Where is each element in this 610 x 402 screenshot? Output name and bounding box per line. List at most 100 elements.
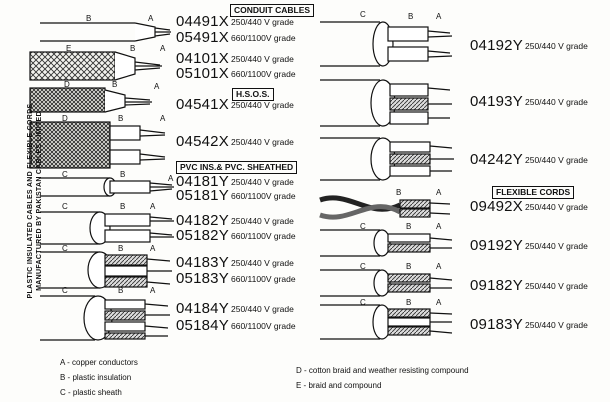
cable-right-04193 [320, 79, 452, 127]
cable-pvc-04183 [40, 251, 172, 289]
label-c: C [62, 286, 68, 295]
grade-250: 250/440 V grade [525, 41, 588, 51]
label-c: C [62, 170, 68, 179]
grade-250: 250/440 V grade [231, 216, 294, 226]
grade-250: 250/440 V grade [525, 320, 588, 330]
header-pvc: PVC INS.& PVC. SHEATHED [176, 161, 298, 174]
code-04242Y: 04242Y [470, 151, 523, 168]
cable-hsos-04541 [29, 87, 152, 113]
grade-660: 660/1100V grade [231, 231, 296, 241]
label-b: B [130, 44, 136, 53]
side-title: PLASTIC INSULATED CABLES AND FLEXIBLE CO… [22, 0, 48, 402]
grade-250: 250/440 V grade [231, 100, 294, 110]
code-05184Y: 05184Y [176, 317, 229, 334]
label-b: B [396, 188, 402, 197]
code-05182Y: 05182Y [176, 227, 229, 244]
code-04542X: 04542X [176, 133, 229, 150]
label-b: B [86, 14, 92, 23]
label-b: B [120, 202, 126, 211]
cable-flex-09192 [320, 229, 453, 257]
label-d: D [62, 114, 68, 123]
label-b: B [406, 298, 412, 307]
cable-pvc-04182 [40, 211, 174, 245]
legend-a: A - copper conductors [60, 358, 138, 367]
cable-flex-09183 [320, 304, 453, 340]
code-04491X: 04491X [176, 13, 229, 30]
grade-250: 250/440 V grade [231, 54, 294, 64]
grade-250: 250/440 V grade [525, 281, 588, 291]
code-05491X: 05491X [176, 29, 229, 46]
label-a: A [154, 82, 160, 91]
grade-660: 660/1100V grade [231, 274, 296, 284]
label-c: C [360, 222, 366, 231]
label-a: A [168, 174, 174, 183]
grade-250: 250/440 V grade [525, 202, 588, 212]
code-04181Y: 04181Y [176, 173, 229, 190]
label-b: B [118, 114, 124, 123]
code-04101X: 04101X [176, 50, 229, 67]
label-b: B [406, 222, 412, 231]
label-a: A [436, 298, 442, 307]
label-a: A [150, 244, 156, 253]
header-hsos: H.S.O.S. [232, 88, 274, 101]
header-flexible: FLEXIBLE CORDS [492, 186, 575, 199]
grade-250: 250/440 V grade [525, 97, 588, 107]
legend-e: E - braid and compound [296, 381, 382, 390]
code-05101X: 05101X [176, 65, 229, 82]
grade-250: 250/440 V grade [231, 258, 294, 268]
code-04183Y: 04183Y [176, 254, 229, 271]
label-b: B [406, 262, 412, 271]
grade-660: 660/1100V grade [231, 321, 296, 331]
label-a: A [148, 14, 154, 23]
grade-250: 250/440 V grade [525, 155, 588, 165]
side-title-line-2: MANUFACTURED BY PAKISTAN CABLES LIMITED [36, 111, 43, 291]
label-a: A [436, 12, 442, 21]
label-a: A [160, 114, 166, 123]
code-04193Y: 04193Y [470, 93, 523, 110]
code-09192Y: 09192Y [470, 237, 523, 254]
label-b: B [118, 286, 124, 295]
label-a: A [436, 262, 442, 271]
label-b: B [408, 12, 414, 21]
cable-conduit-04491 [40, 22, 171, 42]
header-conduit: CONDUIT CABLES [230, 4, 315, 17]
label-c: C [62, 202, 68, 211]
label-a: A [150, 202, 156, 211]
label-b: B [112, 80, 118, 89]
code-09182Y: 09182Y [470, 277, 523, 294]
code-04182Y: 04182Y [176, 212, 229, 229]
label-a: A [160, 44, 166, 53]
label-a: A [436, 222, 442, 231]
label-b: B [118, 244, 124, 253]
code-09492X: 09492X [470, 198, 523, 215]
label-c: C [360, 10, 366, 19]
cable-braided-04101 [29, 51, 162, 81]
grade-660: 660/1100V grade [231, 69, 296, 79]
cable-flex-09182 [320, 269, 453, 297]
code-05181Y: 05181Y [176, 187, 229, 204]
cable-pvc-04184 [40, 295, 170, 341]
code-04541X: 04541X [176, 96, 229, 113]
code-05183Y: 05183Y [176, 270, 229, 287]
cable-pvc-04181 [40, 177, 174, 197]
legend-c: C - plastic sheath [60, 388, 122, 397]
label-a: A [436, 188, 442, 197]
grade-250: 250/440 V grade [231, 177, 294, 187]
cable-hsos-04542 [29, 121, 166, 169]
code-09183Y: 09183Y [470, 316, 523, 333]
cable-right-04192 [320, 21, 453, 67]
grade-250: 250/440 V grade [231, 17, 294, 27]
label-c: C [62, 244, 68, 253]
code-04192Y: 04192Y [470, 37, 523, 54]
cable-right-04242 [320, 137, 454, 181]
label-c: C [360, 298, 366, 307]
grade-660: 660/1100V grade [231, 191, 296, 201]
label-c: C [360, 262, 366, 271]
grade-250: 250/440 V grade [231, 137, 294, 147]
legend-d: D - cotton braid and weather resisting c… [296, 366, 469, 375]
label-e: E [66, 44, 72, 53]
grade-250: 250/440 V grade [231, 304, 294, 314]
grade-660: 660/1100V grade [231, 33, 296, 43]
